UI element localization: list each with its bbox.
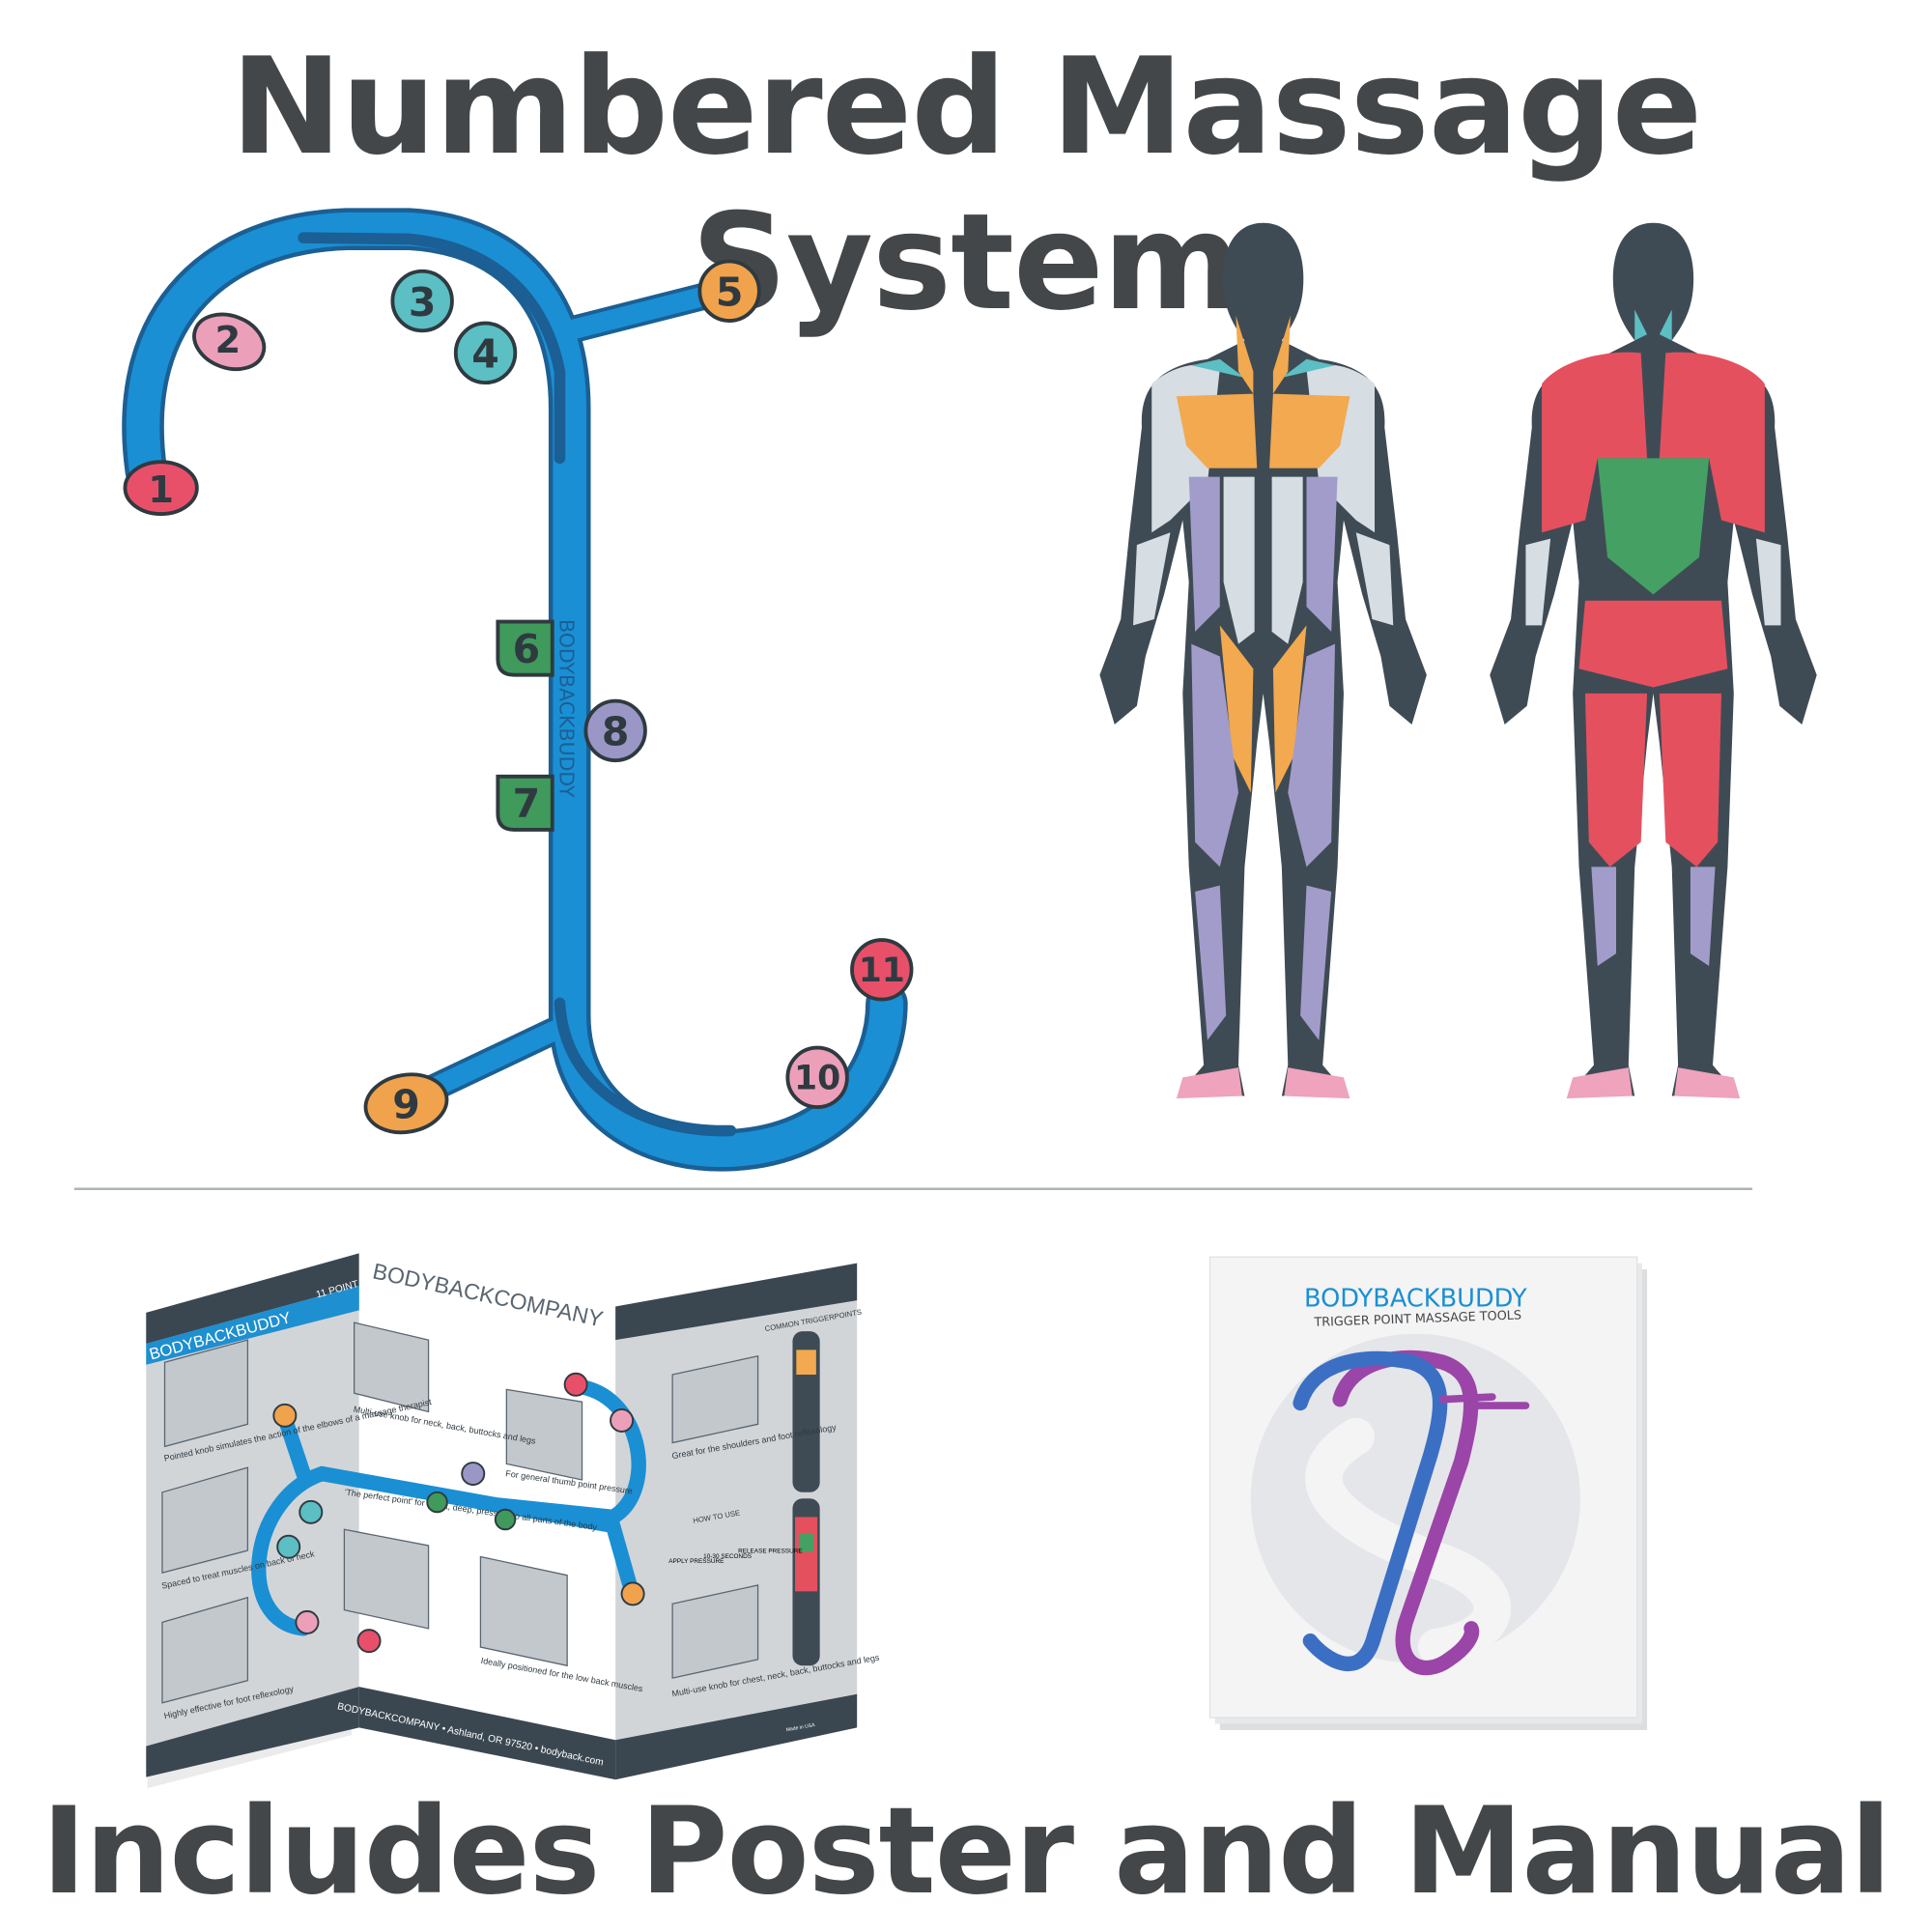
knob-6: 6 <box>496 619 554 677</box>
knob-9: 9 <box>363 1072 449 1135</box>
body-front-diagram <box>1099 222 1427 1099</box>
manual-image: BODYBACKBUDDY TRIGGER POINT MASSAGE TOOL… <box>1208 1256 1648 1730</box>
svg-text:5: 5 <box>716 270 744 316</box>
svg-text:4: 4 <box>471 331 499 378</box>
how-step-1: APPLY PRESSURE <box>668 1558 724 1565</box>
how-step-3: RELEASE PRESSURE <box>738 1548 803 1555</box>
footer-title: Includes Poster and Manual <box>42 1782 1891 1921</box>
manual-subtitle: TRIGGER POINT MASSAGE TOOLS <box>1313 1308 1521 1330</box>
knob-5: 5 <box>697 259 761 323</box>
svg-text:3: 3 <box>409 279 437 326</box>
body-back-diagram <box>1490 222 1817 1099</box>
svg-text:9: 9 <box>392 1082 420 1128</box>
knob-7: 7 <box>496 774 554 832</box>
knob-8: 8 <box>583 698 647 763</box>
svg-text:2: 2 <box>215 319 242 362</box>
svg-text:10: 10 <box>794 1060 840 1098</box>
how-step-2: 10-30 SECONDS <box>703 1553 752 1560</box>
svg-text:11: 11 <box>859 952 905 990</box>
knob-1: 1 <box>123 460 199 516</box>
tool-brand-text: BODYBACKBUDDY <box>554 619 578 798</box>
knob-4: 4 <box>453 321 518 385</box>
page-title: Numbered Massage System <box>230 29 1703 340</box>
poster-made-in: Made in USA <box>785 1722 815 1733</box>
knob-2: 2 <box>192 312 267 372</box>
poster-image: BODYBACKBUDDY 11 POINT BODYBACKCOMPANY P… <box>146 1253 881 1789</box>
knob-3: 3 <box>390 269 454 333</box>
svg-text:1: 1 <box>148 469 174 512</box>
knob-11: 11 <box>850 938 914 1002</box>
svg-text:8: 8 <box>602 709 630 755</box>
knob-10: 10 <box>785 1045 849 1110</box>
svg-text:7: 7 <box>513 781 541 827</box>
svg-text:6: 6 <box>513 626 541 672</box>
manual-brand: BODYBACKBUDDY <box>1304 1285 1527 1314</box>
massage-tool: BODYBACKBUDDY 1 2 3 4 5 6 7 8 9 10 11 <box>122 208 914 1172</box>
